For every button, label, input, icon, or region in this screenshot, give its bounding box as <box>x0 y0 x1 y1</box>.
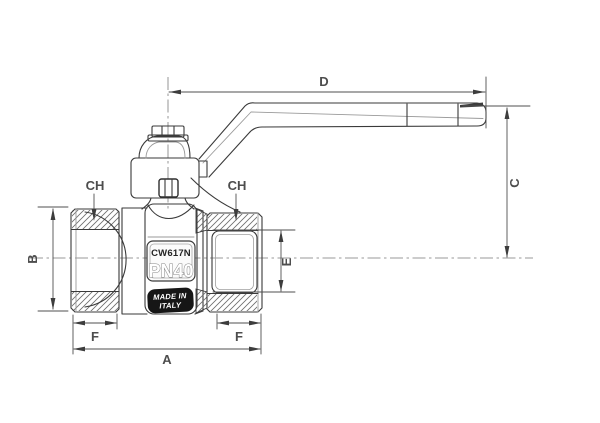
bonnet-dome <box>138 135 191 159</box>
marking-plate-bevel <box>149 243 193 279</box>
body-right-top-chamfer <box>195 208 208 234</box>
dim-label-A: A <box>162 352 172 367</box>
dim-B-arrow-top <box>50 208 56 220</box>
valve-center-body: CW617N PN40 MADE IN ITALY <box>121 203 208 315</box>
dim-A-extensions <box>72 313 262 355</box>
ch-right-arrow <box>233 209 239 221</box>
dim-F-right-arrow-a <box>217 320 229 326</box>
dim-label-E: E <box>279 257 294 266</box>
dimension-D: D <box>168 74 487 129</box>
stem-hex-nut-facets <box>161 125 175 138</box>
gland-block <box>130 157 200 199</box>
dim-E-arrow-bottom <box>278 280 284 292</box>
body-raised-panel <box>144 203 198 315</box>
dim-A-arrow-right <box>249 346 261 352</box>
dim-F-right-arrow-b <box>249 320 261 326</box>
stem-hex-nut <box>151 125 185 138</box>
ch-left-arrow <box>91 209 97 221</box>
dim-label-D: D <box>319 74 328 89</box>
dim-D-arrow-right <box>473 89 485 95</box>
origin-marking-line2: ITALY <box>159 300 182 310</box>
dim-C-arrow-bottom <box>504 246 510 258</box>
origin-marking-line1: MADE IN <box>153 291 187 302</box>
handle-outline <box>198 102 487 178</box>
right-cap-top-thread-hatch <box>208 214 257 230</box>
dim-label-B: B <box>25 254 40 263</box>
body-right-bottom-chamfer <box>195 288 208 314</box>
stem-neck <box>141 197 195 210</box>
left-cap-top-thread-hatch <box>72 210 119 229</box>
dim-label-CH-right: CH <box>228 178 247 193</box>
valve-right-cap <box>206 212 263 313</box>
dim-D-arrow-left <box>169 89 181 95</box>
right-cap-bottom-thread-hatch <box>208 294 257 311</box>
dimension-F-right: F <box>216 313 261 344</box>
dim-E-arrow-top <box>278 230 284 242</box>
dim-label-F-right: F <box>235 329 243 344</box>
dimension-F-left: F <box>73 313 118 344</box>
handle-lever <box>190 102 487 213</box>
dim-F-left-arrow-a <box>73 320 85 326</box>
dim-A-arrow-left <box>73 346 85 352</box>
dim-E-extensions <box>212 229 296 293</box>
left-cap-bottom-thread-hatch <box>72 292 119 311</box>
stem-saddle-curve <box>147 204 195 219</box>
packing-nut-facets <box>164 178 173 198</box>
alloy-marking: CW617N <box>151 248 191 259</box>
right-bore-bevel <box>215 234 254 290</box>
right-cap-outline <box>206 212 263 313</box>
dim-label-F-left: F <box>91 329 99 344</box>
packing-nut <box>158 178 179 198</box>
right-cap-band-lines <box>206 229 259 295</box>
stem-washer <box>147 134 189 142</box>
left-socket-arc <box>84 211 127 308</box>
dim-B-arrow-bottom <box>50 298 56 310</box>
handle-bracket <box>198 160 208 178</box>
dimension-B: B <box>25 206 69 312</box>
origin-plate-group: MADE IN ITALY <box>147 287 194 314</box>
center-body-outline <box>121 207 204 315</box>
valve-left-cap <box>70 208 127 313</box>
handle-grip-lines <box>406 103 459 127</box>
callout-CH-right: CH <box>228 178 247 221</box>
dimension-E: E <box>212 229 296 293</box>
left-cap-band-lines <box>70 228 120 293</box>
left-cap-outline <box>70 208 120 313</box>
right-bore-outline <box>211 230 258 294</box>
handle-inner-edge <box>202 111 484 164</box>
dim-label-CH-left: CH <box>86 178 105 193</box>
dim-C-arrow-top <box>504 107 510 119</box>
callout-CH-left: CH <box>86 178 105 221</box>
dimension-C: C <box>462 105 531 258</box>
dim-B-extensions <box>37 206 69 312</box>
marking-plate <box>146 240 196 282</box>
origin-plate <box>147 287 194 314</box>
dim-F-left-arrow-b <box>105 320 117 326</box>
bonnet-dome-inner <box>145 141 186 159</box>
dim-label-C: C <box>507 178 522 188</box>
pressure-rating-marking: PN40 <box>148 261 193 281</box>
dimension-A: A <box>72 313 262 367</box>
stem-assembly <box>130 125 200 210</box>
